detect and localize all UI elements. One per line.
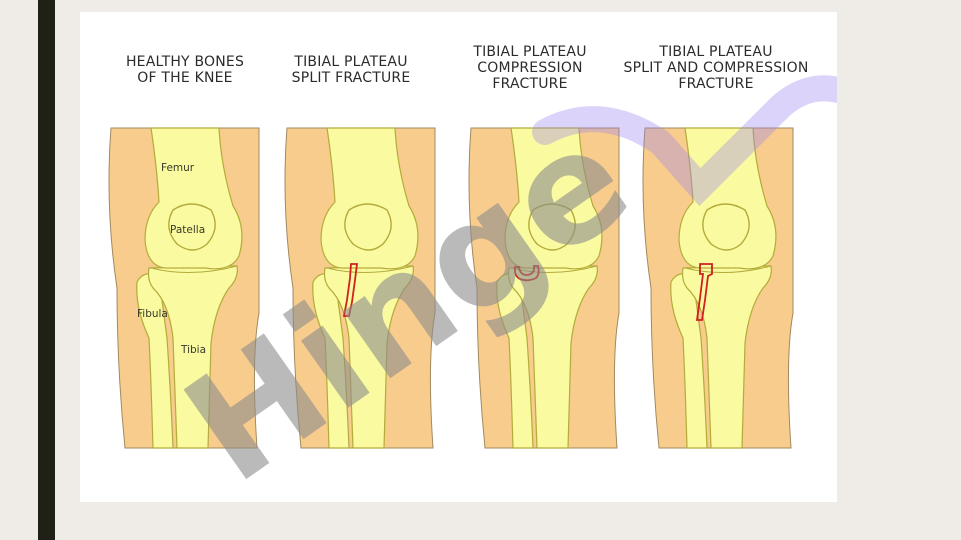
watermark-purple-stroke [532, 75, 837, 206]
panel-title-split-compression: TIBIAL PLATEAU SPLIT AND COMPRESSION FRA… [600, 44, 832, 92]
title-line: HEALTHY BONES [125, 54, 245, 70]
label-patella: Patella [170, 224, 206, 236]
title-line: FRACTURE [492, 76, 568, 92]
label-fibula: Fibula [137, 308, 168, 320]
title-line: FRACTURE [678, 76, 754, 92]
title-line: SPLIT FRACTURE [291, 70, 411, 86]
panel-title-split: TIBIAL PLATEAU SPLIT FRACTURE [266, 54, 436, 86]
title-line: SPLIT AND COMPRESSION [623, 60, 809, 76]
panel-title-healthy: HEALTHY BONES OF THE KNEE [100, 54, 270, 86]
split-fracture-line [342, 263, 359, 317]
label-femur: Femur [161, 162, 195, 174]
title-line: TIBIAL PLATEAU [473, 44, 587, 60]
slide-panel: Hinge HEALTHY BONES OF THE KNEE TIBIAL P… [80, 12, 837, 502]
split-compression-fracture-line [695, 263, 713, 321]
title-line: COMPRESSION [477, 60, 583, 76]
title-line: TIBIAL PLATEAU [294, 54, 408, 70]
title-line: OF THE KNEE [137, 70, 233, 86]
panel-title-compression: TIBIAL PLATEAU COMPRESSION FRACTURE [445, 44, 615, 92]
compression-fracture-line [513, 265, 540, 282]
title-line: TIBIAL PLATEAU [659, 44, 773, 60]
label-tibia: Tibia [181, 344, 207, 356]
knee-fracture-diagram: Hinge [108, 75, 837, 502]
slide-side-bar [38, 0, 55, 540]
